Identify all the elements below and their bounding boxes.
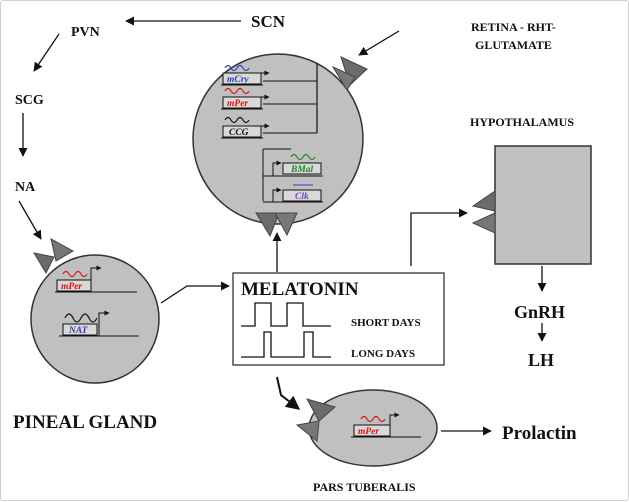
melatonin-box: [232, 272, 445, 366]
pineal-receptor-1: [32, 252, 55, 275]
hypothalamus-label: HYPOTHALAMUS: [470, 115, 574, 129]
scg-label: SCG: [15, 93, 44, 108]
pineal-receptor-2: [50, 238, 75, 262]
pineal-gene-mper: mPer: [55, 265, 137, 293]
na-label: NA: [15, 180, 36, 195]
gene-clk: Clk: [263, 184, 323, 203]
pt-receptor-1: [305, 398, 337, 422]
hypothalamus-receptor-1: [471, 190, 496, 212]
pvn-label: PVN: [71, 25, 100, 40]
arrow-melatonin-to-hypothalamus: [410, 208, 468, 266]
arrow-na-to-pineal: [18, 200, 42, 240]
pineal-gene-mper-label: mPer: [61, 282, 82, 292]
short-days-label: SHORT DAYS: [351, 317, 421, 329]
gene-ccg-label: CCG: [229, 128, 249, 138]
pineal-gene-nat: NAT: [59, 310, 139, 337]
scn-receptor-top: [340, 56, 368, 86]
retina-label-2: GLUTAMATE: [475, 38, 552, 52]
arrow-melatonin-to-pars-tuberalis: [276, 376, 301, 410]
pt-gene-mper: mPer: [351, 412, 421, 438]
pars-tuberalis-cell: mPer: [295, 389, 438, 467]
scn-receptor-bottom-2: [274, 212, 298, 237]
lh-label: LH: [528, 350, 554, 370]
scn-receptor-top-2: [331, 65, 356, 91]
prolactin-label: Prolactin: [502, 423, 577, 444]
gene-bmal: BMal: [263, 153, 323, 177]
pineal-cell: mPer NAT: [30, 238, 160, 384]
pineal-circle: [30, 254, 160, 384]
gene-mcry: mCry: [221, 64, 270, 86]
melatonin-label: MELATONIN: [241, 279, 359, 300]
arrow-pvn-to-scg: [33, 33, 60, 72]
gene-bmal-label: BMal: [290, 165, 314, 175]
long-days-label: LONG DAYS: [351, 348, 415, 360]
gene-clk-label: Clk: [295, 192, 309, 202]
hypothalamus-receptor-2: [471, 212, 496, 234]
gnrh-label: GnRH: [514, 302, 565, 322]
pt-receptor-2: [295, 420, 320, 442]
arrow-retina-to-scn: [358, 30, 400, 56]
gene-ccg: CCG: [221, 116, 270, 139]
pt-gene-mper-label: mPer: [358, 427, 379, 437]
scn-receptor-bottom: [255, 212, 280, 238]
scn-cell: mCry mPer CCG BMal: [192, 53, 368, 238]
gene-mcry-label: mCry: [227, 75, 249, 85]
pineal-gene-nat-label: NAT: [68, 326, 89, 336]
pars-tuberalis-label: PARS TUBERALIS: [313, 480, 416, 494]
gene-mper: mPer: [221, 87, 270, 110]
scn-label: SCN: [251, 12, 286, 31]
hypothalamus-box: [494, 145, 592, 265]
pineal-gland-label: PINEAL GLAND: [13, 412, 157, 433]
short-days-waveform: [241, 302, 331, 327]
scn-circle: [192, 53, 364, 225]
gene-mper-label: mPer: [227, 99, 248, 109]
retina-label-1: RETINA - RHT-: [471, 20, 556, 34]
long-days-waveform: [241, 331, 331, 358]
arrow-pineal-to-melatonin: [160, 281, 230, 304]
